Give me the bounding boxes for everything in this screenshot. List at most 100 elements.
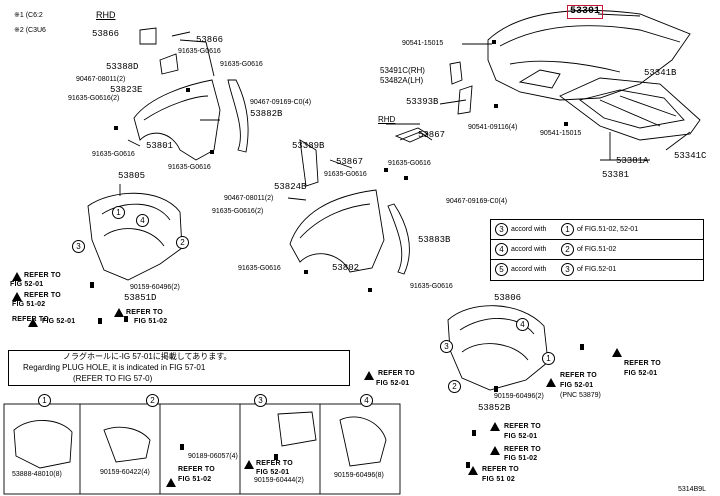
part-label[interactable]: 90159-60422(4) (100, 469, 150, 476)
part-label[interactable]: (PNC 53879) (560, 392, 601, 399)
hood-part-number[interactable]: 53301 (567, 5, 604, 19)
part-label[interactable]: 53381 (602, 170, 630, 180)
part-label[interactable]: 53888-48010(8) (12, 471, 62, 478)
part-label[interactable]: 90467-08011(2) (76, 76, 126, 83)
callout-circle: 3 (440, 340, 453, 353)
inset-label-2: 2 (146, 394, 159, 407)
part-label[interactable]: 91635-G0616 (410, 283, 453, 290)
figure-id: 5314B9L (678, 486, 707, 493)
refer-fig-link[interactable]: FIG 52-01 (624, 370, 658, 377)
refer-fig-link[interactable]: FIG 51-02 (178, 476, 212, 483)
part-label[interactable]: 53823E (110, 85, 143, 95)
part-label[interactable]: 53852B (478, 403, 511, 413)
part-label[interactable]: 91635-G0616 (168, 164, 211, 171)
callout-circle: 4 (495, 243, 508, 256)
refer-fig-link[interactable]: FIG 51-02 (134, 318, 168, 325)
refer-triangle-icon (490, 422, 500, 431)
accord-text: accord with (511, 266, 547, 273)
plug-hole-note: ノラグホールに-IG 57-01に掲載してあります。 Regarding PLU… (8, 350, 350, 386)
part-label[interactable]: 53882B (250, 109, 283, 119)
accord-ref: of FIG.52-01 (577, 266, 617, 273)
part-label[interactable]: 53341C (674, 151, 707, 161)
part-label[interactable]: 53491C(RH) (380, 66, 425, 75)
part-label[interactable]: 53801 (146, 141, 174, 151)
part-label[interactable]: 90189-06057(4) (188, 453, 238, 460)
part-label[interactable]: 91635-G0616(2) (212, 208, 264, 215)
hood-insulator-outline (559, 77, 701, 141)
part-label[interactable]: 53866 (196, 35, 224, 45)
note-reference[interactable]: (REFER TO FIG 57-0) (73, 374, 153, 383)
callout-circle: 4 (136, 214, 149, 227)
part-label[interactable]: 91635-G0616 (238, 265, 281, 272)
refer-fig-link[interactable]: FIG 51 02 (482, 476, 515, 483)
part-label[interactable]: 91635-G0616 (220, 61, 263, 68)
refer-triangle-icon (612, 348, 622, 357)
accord-ref: of FIG.51-02, 52-01 (577, 226, 639, 233)
refer-to-label: REFER TO (178, 466, 215, 473)
refer-triangle-icon (12, 272, 22, 281)
left-liner-outline (87, 192, 183, 281)
accord-text: accord with (511, 226, 547, 233)
part-label[interactable]: 53851D (124, 293, 157, 303)
callout-circle: 2 (448, 380, 461, 393)
inset-label-3: 3 (254, 394, 267, 407)
refer-to-label: REFER TO (378, 370, 415, 377)
refer-to-label: REFER TO (12, 316, 49, 323)
part-label[interactable]: 90159-60496(8) (334, 472, 384, 479)
part-label[interactable]: 53866 (92, 29, 120, 39)
part-label[interactable]: 90541-15015 (402, 40, 444, 47)
refer-fig-link[interactable]: FIG 52-01 (560, 382, 594, 389)
part-label[interactable]: 90159-60444(2) (254, 477, 304, 484)
accord-table: 3 accord with 1 of FIG.51-02, 52-01 4 ac… (490, 219, 704, 281)
part-label[interactable]: 53805 (118, 171, 146, 181)
part-label[interactable]: 91635-G0616 (178, 48, 221, 55)
part-label[interactable]: 91635-G0616 (92, 151, 135, 158)
refer-to-label: REFER TO (256, 460, 293, 467)
header-note-2: ※2 (C3U6 (14, 27, 46, 34)
part-label[interactable]: 90467-08011(2) (224, 195, 274, 202)
part-label[interactable]: 90467-09169-C0(4) (250, 99, 312, 106)
part-label[interactable]: 53824B (274, 182, 307, 192)
inset-label-1: 1 (38, 394, 51, 407)
refer-fig-link[interactable]: FIG 52-01 (42, 318, 76, 325)
refer-triangle-icon (166, 478, 176, 487)
refer-to-label: REFER TO (482, 466, 519, 473)
part-label[interactable]: 53388D (106, 62, 139, 72)
part-label[interactable]: 53883B (418, 235, 451, 245)
part-label[interactable]: 53867 (336, 157, 364, 167)
part-label[interactable]: 91635-G0616 (324, 171, 367, 178)
callout-circle: 1 (112, 206, 125, 219)
part-label[interactable]: 53806 (494, 293, 522, 303)
refer-to-label: REFER TO (624, 360, 661, 367)
accord-row: 5 accord with 3 of FIG.52-01 (491, 260, 703, 279)
part-label[interactable]: 90541-09116(4) (468, 124, 518, 131)
refer-to-label: REFER TO (24, 272, 61, 279)
part-label[interactable]: 53389B (292, 141, 325, 151)
part-label[interactable]: 90541-15015 (540, 130, 582, 137)
part-label[interactable]: 90159-60496(2) (494, 393, 544, 400)
part-label[interactable]: 90467-09169-C0(4) (446, 198, 508, 205)
part-label[interactable]: 90159-60496(2) (130, 284, 180, 291)
refer-fig-link[interactable]: FIG 51-02 (504, 455, 538, 462)
refer-fig-link[interactable]: FIG 51-02 (12, 301, 46, 308)
part-label[interactable]: 53867 (418, 130, 446, 140)
refer-triangle-icon (28, 318, 38, 327)
part-label[interactable]: 53482A(LH) (380, 76, 424, 85)
part-label[interactable]: 53341B (644, 68, 677, 78)
part-label[interactable]: 53381A (616, 156, 649, 166)
part-label[interactable]: 91635-G0616 (388, 160, 431, 167)
refer-fig-link[interactable]: FIG 52-01 (10, 281, 44, 288)
refer-fig-link[interactable]: FIG 52-01 (256, 469, 290, 476)
callout-circle: 2 (561, 243, 574, 256)
refer-fig-link[interactable]: FIG 52-01 (504, 433, 538, 440)
refer-triangle-icon (468, 466, 478, 475)
part-label[interactable]: 91635-G0616(2) (68, 95, 120, 102)
part-label[interactable]: 53393B (406, 97, 439, 107)
part-label[interactable]: 53802 (332, 263, 360, 273)
rhd-label-mid: RHD (378, 115, 396, 124)
callout-circle: 1 (561, 223, 574, 236)
refer-triangle-icon (12, 292, 22, 301)
refer-fig-link[interactable]: FIG 52-01 (376, 380, 410, 387)
